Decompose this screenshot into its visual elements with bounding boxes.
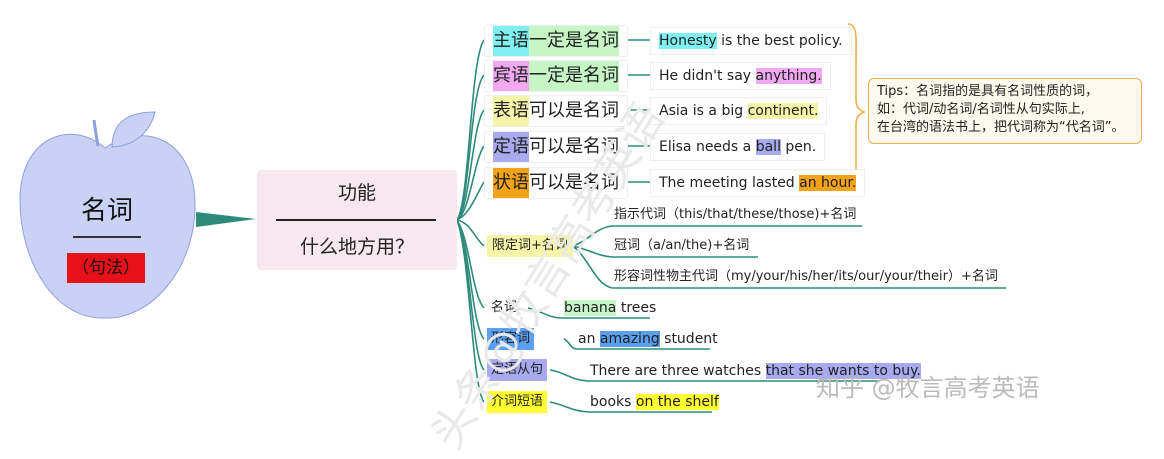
center-subtitle: 什么地方用？: [299, 236, 414, 258]
determiner-item-article: 冠词（a/an/the)+名词: [614, 238, 750, 253]
role-node-object: 宾语一定是名词: [484, 60, 628, 92]
example-predicative: Asia is a big continent.: [650, 97, 828, 125]
modifier-node-noun: 名词: [491, 300, 518, 315]
determiner-item-possessive: 形容词性物主代词（my/your/his/her/its/our/your/th…: [614, 269, 998, 284]
apple-leaf: [111, 111, 156, 148]
example-subject: Honesty is the best policy.: [650, 27, 852, 55]
apple-divider: [73, 236, 141, 238]
ex-highlight: anything.: [755, 68, 822, 84]
modifier-example-prep: books on the shelf: [590, 390, 719, 414]
ex-highlight: continent.: [747, 103, 819, 119]
modifier-example-clause: There are three watches that she wants t…: [590, 359, 921, 383]
determiner-item-demonstrative: 指示代词（this/that/these/those)+名词: [614, 207, 857, 222]
example-adverbial: The meeting lasted an hour.: [650, 169, 866, 197]
role-rest: 可以是名词: [529, 172, 619, 193]
ex-highlight: amazing: [599, 331, 660, 347]
center-title: 功能: [337, 182, 376, 204]
connector-layer: [19, 23, 1006, 413]
apple-shape: [19, 133, 196, 319]
center-divider: [276, 219, 436, 221]
ex-text: The meeting lasted: [659, 175, 800, 191]
determiner-node: 限定词+名词: [487, 235, 573, 257]
ex-highlight: ball: [755, 139, 781, 155]
role-rest: 可以是名词: [529, 100, 619, 121]
zhihu-watermark: 知乎 @牧言高考英语: [816, 374, 1040, 402]
modifier-example-noun: banana trees: [564, 296, 656, 320]
role-rest: 一定是名词: [529, 61, 619, 91]
ex-text: There are three watches: [590, 363, 766, 379]
apple-stem: [92, 119, 100, 147]
apple-badge: （句法）: [67, 253, 145, 283]
ex-highlight: Honesty: [659, 33, 717, 49]
ex-highlight: banana: [564, 300, 617, 316]
role-node-predicative: 表语可以是名词: [484, 95, 628, 127]
role-node-subject: 主语一定是名词: [484, 25, 628, 57]
role-hl: 状语: [493, 168, 529, 198]
ex-text: an: [578, 331, 600, 347]
ex-text: trees: [616, 300, 657, 316]
modifier-node-clause: 定语从句: [487, 359, 548, 381]
example-attribute: Elisa needs a ball pen.: [650, 133, 826, 161]
tips-line-3: 在台湾的语法书上，把代词称为“代名词”。: [877, 120, 1125, 135]
role-node-attribute: 定语可以是名词: [484, 131, 628, 163]
ex-text: Elisa needs a: [659, 139, 756, 155]
tips-box: Tips：名词指的是具有名词性质的词， 如：代词/动名词/名词性从句实际上, 在…: [868, 78, 1142, 144]
ex-highlight: an hour.: [799, 175, 857, 191]
apple-title: 名词: [80, 196, 133, 226]
ex-highlight: that she wants to buy.: [765, 363, 921, 379]
ex-text: He didn't say: [659, 68, 756, 84]
ex-text: is the best policy.: [716, 33, 843, 49]
modifier-node-adjective: 形容词: [487, 328, 535, 350]
tips-line-2: 如：代词/动名词/名词性从句实际上,: [877, 102, 1085, 117]
modifier-node-prep: 介词短语: [487, 391, 548, 413]
ex-text: student: [659, 331, 718, 347]
role-rest: 一定是名词: [529, 26, 619, 56]
tips-line-1: Tips：名词指的是具有名词性质的词，: [877, 84, 1099, 99]
ex-highlight: on the shelf: [635, 394, 719, 410]
role-hl: 主语: [493, 26, 529, 56]
role-hl: 宾语: [493, 61, 529, 91]
role-hl: 定语: [493, 132, 529, 162]
role-rest: 可以是名词: [529, 136, 619, 157]
ex-text: pen.: [780, 139, 817, 155]
branch-lines: [456, 39, 1006, 413]
example-object: He didn't say anything.: [650, 62, 831, 90]
ex-text: Asia is a big: [659, 103, 748, 119]
modifier-example-adjective: an amazing student: [578, 327, 718, 351]
arrow-to-center: [196, 212, 256, 227]
ex-text: books: [590, 394, 636, 410]
role-hl: 表语: [493, 96, 529, 126]
role-node-adverbial: 状语可以是名词: [484, 167, 628, 199]
